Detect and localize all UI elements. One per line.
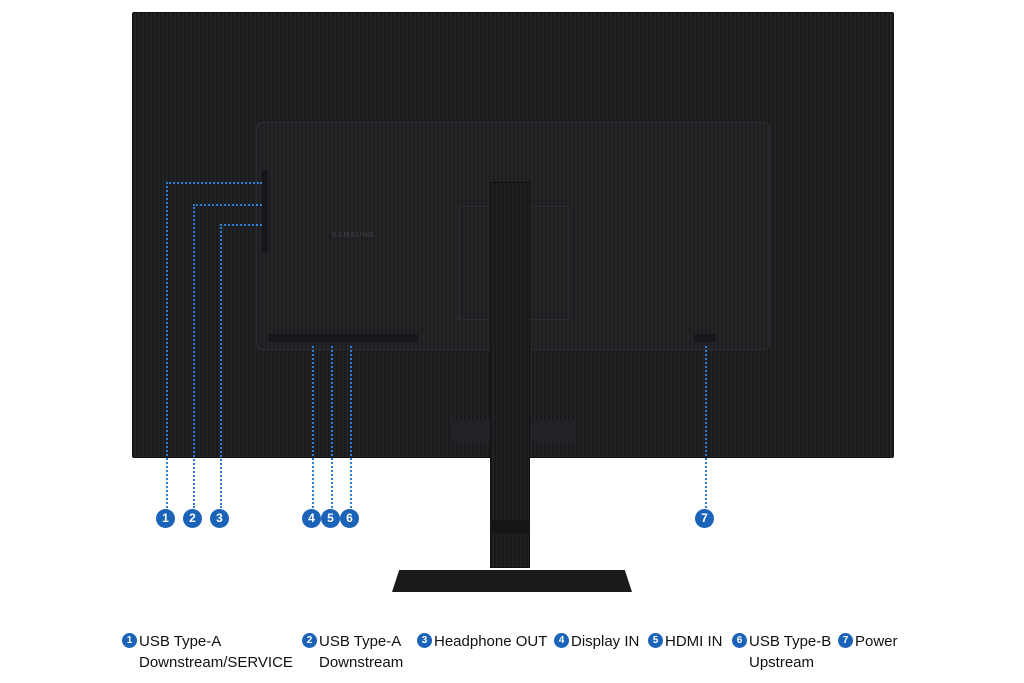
legend-label-1-line2: Downstream/SERVICE	[139, 654, 293, 671]
callout-line-6	[350, 346, 352, 508]
rear-panel	[256, 122, 770, 350]
legend-badge-7: 7	[838, 633, 853, 648]
legend-label-2-line2: Downstream	[319, 654, 404, 671]
legend-item-2: 2 USB Type-A Downstream	[302, 631, 403, 673]
callout-badge-6: 6	[340, 509, 359, 528]
legend-item-7: 7 Power	[838, 631, 898, 652]
callout-line-7	[705, 346, 707, 508]
legend-badge-1: 1	[122, 633, 137, 648]
callout-line-4	[312, 346, 314, 508]
legend-item-5: 5 HDMI IN	[648, 631, 723, 652]
callout-line-3-v	[220, 224, 222, 508]
callout-badge-4: 4	[302, 509, 321, 528]
callout-badge-3: 3	[210, 509, 229, 528]
legend-badge-3: 3	[417, 633, 432, 648]
legend-label-5-line1: HDMI IN	[665, 633, 723, 650]
callout-line-1-v	[166, 182, 168, 508]
callout-line-2-v	[193, 204, 195, 508]
brand-logo: SAMSUNG	[332, 232, 375, 239]
stand-base	[392, 570, 632, 592]
power-port	[694, 334, 716, 342]
legend-label-1-line1: USB Type-A	[139, 633, 222, 650]
legend-badge-2: 2	[302, 633, 317, 648]
legend-item-6: 6 USB Type-B Upstream	[732, 631, 831, 673]
legend-label-7-line1: Power	[855, 633, 898, 650]
legend-label-3-line1: Headphone OUT	[434, 633, 548, 650]
callout-badge-5: 5	[321, 509, 340, 528]
legend-badge-6: 6	[732, 633, 747, 648]
legend-item-4: 4 Display IN	[554, 631, 639, 652]
stand-collar	[490, 520, 530, 534]
callout-line-5	[331, 346, 333, 508]
legend-badge-5: 5	[648, 633, 663, 648]
callout-line-1-h	[166, 182, 262, 184]
side-port-strip	[262, 170, 268, 252]
legend-label-2-line1: USB Type-A	[319, 633, 402, 650]
callout-line-3-h	[220, 224, 262, 226]
legend-label-6-line2: Upstream	[749, 654, 815, 671]
legend-badge-4: 4	[554, 633, 569, 648]
callout-badge-1: 1	[156, 509, 175, 528]
bottom-port-strip	[268, 334, 418, 342]
legend-item-1: 1 USB Type-A Downstream/SERVICE	[122, 631, 293, 673]
callout-badge-2: 2	[183, 509, 202, 528]
port-legend: 1 USB Type-A Downstream/SERVICE 2 USB Ty…	[122, 631, 922, 675]
callout-badge-7: 7	[695, 509, 714, 528]
legend-label-6-line1: USB Type-B	[749, 633, 832, 650]
callout-line-2-h	[193, 204, 262, 206]
legend-label-4-line1: Display IN	[571, 633, 640, 650]
stand-neck	[490, 182, 530, 568]
legend-item-3: 3 Headphone OUT	[417, 631, 547, 652]
